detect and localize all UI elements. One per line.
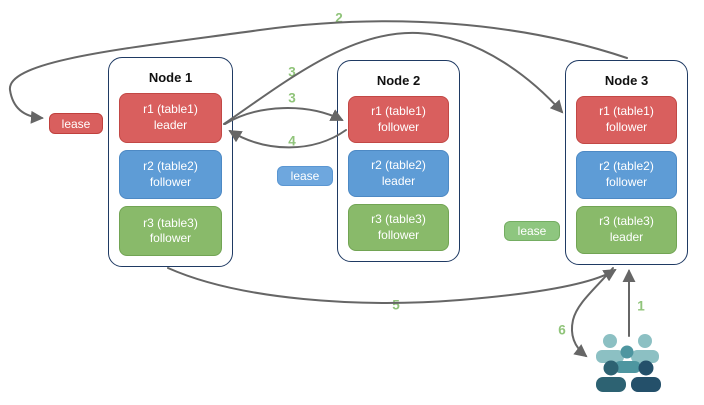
replica-r3-node1: r3 (table3) follower: [119, 206, 222, 257]
replica-r2-node2: r2 (table2) leader: [348, 150, 449, 197]
node-1-replicas: r1 (table1) leader r2 (table2) follower …: [109, 93, 232, 266]
users-front-left-person: [596, 360, 626, 392]
lease-label-green: lease: [504, 221, 560, 241]
step-label-2: 2: [335, 10, 343, 26]
node-3-replicas: r1 (table1) follower r2 (table2) followe…: [566, 96, 687, 264]
node-2-title: Node 2: [376, 73, 421, 88]
replica-name: r1 (table1): [371, 103, 426, 118]
step-label-5: 5: [392, 297, 400, 313]
replica-r3-node3: r3 (table3) leader: [576, 206, 677, 254]
replica-name: r3 (table3): [371, 211, 426, 226]
node-1-title: Node 1: [148, 70, 193, 85]
replica-role: follower: [377, 227, 420, 242]
replica-name: r2 (table2): [371, 157, 426, 172]
replica-name: r3 (table3): [599, 214, 654, 229]
replica-role: leader: [609, 230, 644, 244]
replica-name: r2 (table2): [143, 158, 198, 173]
replica-role: follower: [377, 119, 420, 134]
users-back-row: [596, 334, 659, 363]
step-label-1: 1: [637, 298, 645, 314]
arrow-step-2: [8, 20, 628, 124]
replica-name: r3 (table3): [143, 215, 198, 230]
replica-r3-node2: r3 (table3) follower: [348, 204, 449, 251]
replica-r2-node3: r2 (table2) follower: [576, 151, 677, 199]
replica-r1-node2: r1 (table1) follower: [348, 96, 449, 143]
step-label-3a: 3: [288, 64, 296, 80]
replica-role: follower: [149, 231, 192, 246]
lease-label-blue: lease: [277, 166, 333, 186]
replica-r1-node3: r1 (table1) follower: [576, 96, 677, 144]
replica-r2-node1: r2 (table2) follower: [119, 149, 222, 200]
replica-role: follower: [149, 174, 192, 189]
node-1: Node 1 r1 (table1) leader r2 (table2) fo…: [108, 57, 233, 267]
replica-name: r1 (table1): [599, 104, 654, 119]
node-2-replicas: r1 (table1) follower r2 (table2) leader …: [338, 96, 459, 261]
replica-role: leader: [381, 173, 416, 188]
step-label-3b: 3: [288, 90, 296, 106]
lease-label-red: lease: [49, 113, 103, 134]
node-2: Node 2 r1 (table1) follower r2 (table2) …: [337, 60, 460, 262]
replica-name: r1 (table1): [143, 102, 198, 117]
replica-role: follower: [605, 175, 648, 189]
arrow-step-3-to-node2: [224, 107, 344, 125]
step-label-6: 6: [558, 322, 566, 338]
step-label-4: 4: [288, 133, 296, 149]
arrow-step-6: [571, 267, 614, 358]
node-3: Node 3 r1 (table1) follower r2 (table2) …: [565, 60, 688, 265]
node-3-title: Node 3: [604, 73, 649, 88]
users-middle-person: [614, 345, 641, 373]
replica-role: leader: [153, 117, 188, 132]
replica-name: r2 (table2): [599, 159, 654, 174]
replica-role: follower: [605, 120, 648, 134]
replica-r1-node1: r1 (table1) leader: [119, 93, 222, 143]
users-front-right-person: [631, 360, 661, 392]
